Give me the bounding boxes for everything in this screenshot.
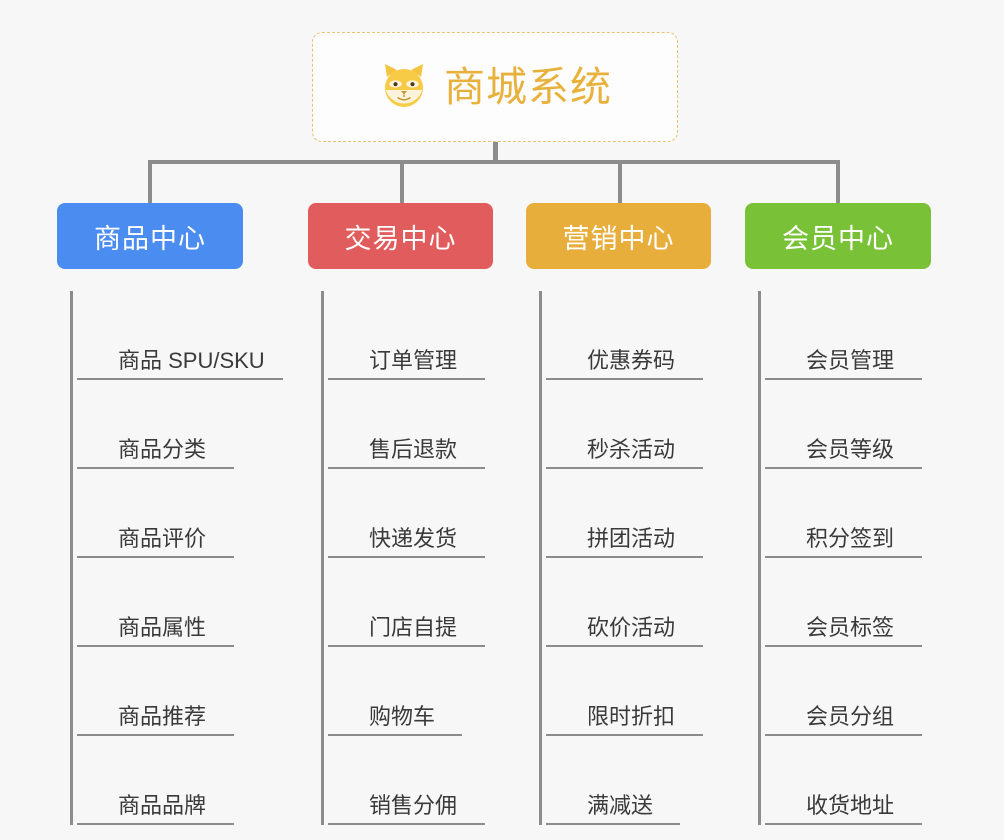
- list-item-underline: [546, 823, 680, 825]
- list-item-underline: [77, 378, 283, 380]
- connector-horizontal-bus: [148, 160, 840, 164]
- branch-items-product-center: 商品 SPU/SKU 商品分类 商品评价 商品属性 商品推荐 商品品牌: [70, 291, 283, 825]
- list-item-label: 优惠券码: [587, 347, 676, 373]
- connector-drop-1: [148, 160, 152, 204]
- list-item[interactable]: 会员分组: [765, 647, 931, 736]
- list-item-underline: [328, 734, 462, 736]
- list-item[interactable]: 限时折扣: [546, 647, 711, 736]
- list-item-label: 秒杀活动: [587, 436, 676, 462]
- root-title: 商城系统: [444, 63, 612, 110]
- list-item-underline: [546, 645, 703, 647]
- list-item-label: 积分签到: [806, 525, 895, 551]
- list-item-underline: [765, 556, 922, 558]
- list-item-label: 订单管理: [369, 347, 458, 373]
- list-item-underline: [765, 823, 922, 825]
- list-item-underline: [546, 734, 703, 736]
- list-item[interactable]: 优惠券码: [546, 291, 711, 380]
- list-item-underline: [77, 467, 234, 469]
- connector-drop-2: [400, 160, 404, 204]
- list-item-underline: [765, 467, 922, 469]
- list-item-underline: [77, 734, 234, 736]
- list-item-label: 限时折扣: [587, 703, 676, 729]
- list-item-label: 砍价活动: [587, 614, 676, 640]
- connector-drop-4: [836, 160, 840, 204]
- list-item-underline: [546, 378, 703, 380]
- list-item-label: 门店自提: [369, 614, 458, 640]
- list-item-label: 商品 SPU/SKU: [118, 347, 265, 373]
- branch-items-marketing-center: 优惠券码 秒杀活动 拼团活动 砍价活动 限时折扣 满减送: [539, 291, 711, 825]
- branch-column-marketing-center: 营销中心 优惠券码 秒杀活动 拼团活动 砍价活动 限时折扣: [526, 203, 711, 825]
- branch-items-trade-center: 订单管理 售后退款 快递发货 门店自提 购物车 销售分佣: [321, 291, 493, 825]
- list-item-underline: [77, 556, 234, 558]
- branch-header-product-center[interactable]: 商品中心: [57, 203, 243, 269]
- list-item[interactable]: 商品评价: [77, 469, 265, 558]
- list-item-underline: [328, 823, 485, 825]
- list-item-underline: [765, 645, 922, 647]
- list-item[interactable]: 会员标签: [765, 558, 931, 647]
- branch-column-trade-center: 交易中心 订单管理 售后退款 快递发货 门店自提 购物车: [308, 203, 493, 825]
- branch-column-member-center: 会员中心 会员管理 会员等级 积分签到 会员标签 会员分组: [745, 203, 931, 825]
- list-item[interactable]: 会员管理: [765, 291, 931, 380]
- list-item-underline: [546, 467, 703, 469]
- list-item[interactable]: 秒杀活动: [546, 380, 711, 469]
- branch-items-member-center: 会员管理 会员等级 积分签到 会员标签 会员分组 收货地址: [758, 291, 931, 825]
- list-item-label: 商品分类: [118, 436, 207, 462]
- list-item-underline: [328, 556, 485, 558]
- list-item[interactable]: 快递发货: [328, 469, 493, 558]
- connector-root-stem: [493, 142, 498, 163]
- root-node[interactable]: 商城系统: [312, 32, 678, 142]
- list-item[interactable]: 商品品牌: [77, 736, 265, 825]
- list-item-label: 购物车: [369, 703, 436, 729]
- list-item[interactable]: 商品推荐: [77, 647, 265, 736]
- list-item[interactable]: 商品 SPU/SKU: [77, 291, 283, 380]
- branch-header-label: 营销中心: [562, 223, 675, 254]
- connector-drop-3: [618, 160, 622, 204]
- branch-column-product-center: 商品中心 商品 SPU/SKU 商品分类 商品评价 商品属性 商品推荐: [57, 203, 283, 825]
- list-item[interactable]: 收货地址: [765, 736, 931, 825]
- list-item-underline: [546, 556, 703, 558]
- list-item[interactable]: 销售分佣: [328, 736, 493, 825]
- list-item[interactable]: 拼团活动: [546, 469, 711, 558]
- list-item[interactable]: 订单管理: [328, 291, 493, 380]
- list-item-underline: [77, 645, 234, 647]
- list-item-label: 会员分组: [806, 703, 895, 729]
- branch-header-member-center[interactable]: 会员中心: [745, 203, 931, 269]
- list-item[interactable]: 积分签到: [765, 469, 931, 558]
- list-item-underline: [765, 378, 922, 380]
- list-item-label: 商品属性: [118, 614, 207, 640]
- branch-header-marketing-center[interactable]: 营销中心: [526, 203, 711, 269]
- branch-header-trade-center[interactable]: 交易中心: [308, 203, 493, 269]
- list-item-label: 会员等级: [806, 436, 895, 462]
- list-item-label: 满减送: [587, 792, 654, 818]
- list-item[interactable]: 会员等级: [765, 380, 931, 469]
- list-item-label: 会员管理: [806, 347, 895, 373]
- list-item[interactable]: 商品分类: [77, 380, 265, 469]
- list-item-label: 快递发货: [369, 525, 458, 551]
- branch-header-label: 交易中心: [344, 223, 457, 254]
- list-item-label: 拼团活动: [587, 525, 676, 551]
- list-item[interactable]: 商品属性: [77, 558, 265, 647]
- list-item[interactable]: 售后退款: [328, 380, 493, 469]
- list-item[interactable]: 砍价活动: [546, 558, 711, 647]
- list-item[interactable]: 门店自提: [328, 558, 493, 647]
- branch-header-label: 商品中心: [94, 223, 206, 254]
- list-item-underline: [77, 823, 234, 825]
- list-item-underline: [328, 378, 485, 380]
- list-item[interactable]: 购物车: [328, 647, 493, 736]
- shiba-dog-face-icon: [378, 61, 430, 113]
- list-item-label: 商品评价: [118, 525, 207, 551]
- list-item-label: 销售分佣: [369, 792, 458, 818]
- list-item-underline: [328, 645, 485, 647]
- list-item-label: 商品品牌: [118, 792, 207, 818]
- list-item-label: 商品推荐: [118, 703, 207, 729]
- branch-header-label: 会员中心: [782, 223, 894, 254]
- list-item-underline: [328, 467, 485, 469]
- list-item-underline: [765, 734, 922, 736]
- list-item-label: 会员标签: [806, 614, 895, 640]
- list-item-label: 售后退款: [369, 436, 458, 462]
- list-item-label: 收货地址: [806, 792, 895, 818]
- list-item[interactable]: 满减送: [546, 736, 711, 825]
